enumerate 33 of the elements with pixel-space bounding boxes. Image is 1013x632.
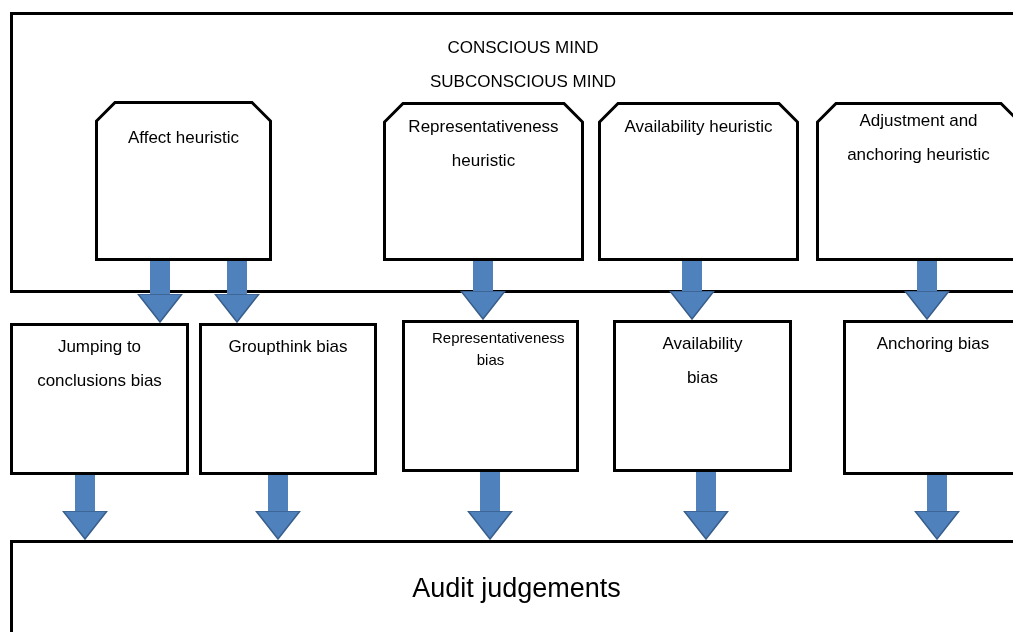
block-arrow — [62, 475, 108, 540]
block-arrow — [214, 261, 260, 323]
node-label: Representativeness heuristic — [407, 116, 560, 172]
block-arrow — [255, 475, 301, 540]
node-label: Jumping to conclusions bias — [36, 336, 163, 392]
block-arrow — [137, 261, 183, 323]
block-arrow — [914, 475, 960, 540]
block-arrow — [904, 261, 950, 320]
block-arrow — [460, 261, 506, 320]
node-label: Representativeness bias — [431, 328, 566, 370]
region-label: CONSCIOUS MIND — [446, 37, 600, 59]
block-arrow — [669, 261, 715, 320]
block-arrow — [683, 472, 729, 540]
heuristic-box — [816, 102, 1013, 261]
bias-box — [10, 323, 189, 475]
node-label: Availability bias — [661, 333, 744, 389]
bias-box — [843, 320, 1013, 475]
mind-region-box — [10, 12, 1013, 293]
bias-box — [402, 320, 579, 472]
judgement-box — [10, 540, 1013, 632]
node-label: Affect heuristic — [126, 127, 241, 149]
block-arrow — [467, 472, 513, 540]
heuristic-box — [383, 102, 584, 261]
node-label: Anchoring bias — [875, 333, 991, 355]
node-label: Adjustment and anchoring heuristic — [846, 110, 991, 166]
bias-box — [199, 323, 377, 475]
heuristic-box — [598, 102, 799, 261]
region-label: SUBCONSCIOUS MIND — [428, 71, 618, 93]
node-label: Availability heuristic — [623, 116, 774, 138]
heuristic-box — [95, 101, 272, 261]
node-label: Groupthink bias — [227, 336, 349, 358]
bias-box — [613, 320, 792, 472]
node-label: Audit judgements — [411, 572, 622, 605]
